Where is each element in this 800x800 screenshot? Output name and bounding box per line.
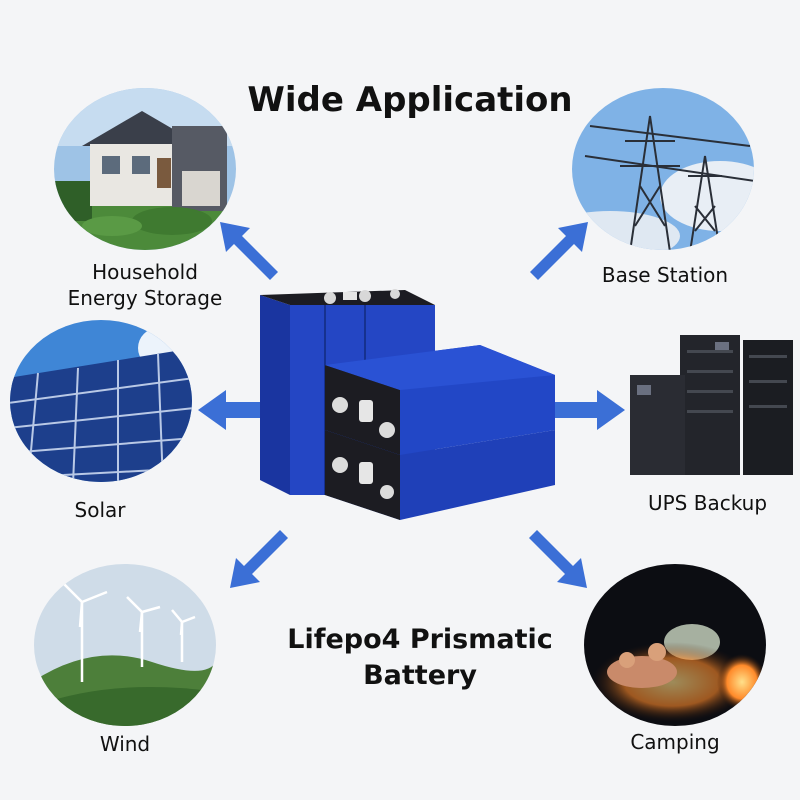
ups-label: UPS Backup [647,491,768,515]
diagram-title: Wide Application [247,80,573,120]
arrow-to-base-station [530,222,588,280]
arrow-to-ups [555,390,625,430]
product-name: Lifepo4 Prismatic Battery [287,624,553,691]
arrow-to-household [220,222,278,280]
wind-label: Wind [99,732,151,756]
solar-label: Solar [74,498,126,522]
base-station-image [572,88,754,250]
camping-image [584,564,766,726]
solar-image [10,320,192,482]
base-station-label: Base Station [601,263,729,287]
household-label: Household Energy Storage [67,260,223,310]
battery-stack-image [260,289,555,520]
camping-label: Camping [630,730,720,754]
arrow-to-wind [230,530,288,588]
household-image [54,88,236,250]
ups-image [630,335,793,475]
wind-image [34,564,216,726]
arrow-to-solar [198,390,268,430]
arrow-to-camping [529,530,587,588]
